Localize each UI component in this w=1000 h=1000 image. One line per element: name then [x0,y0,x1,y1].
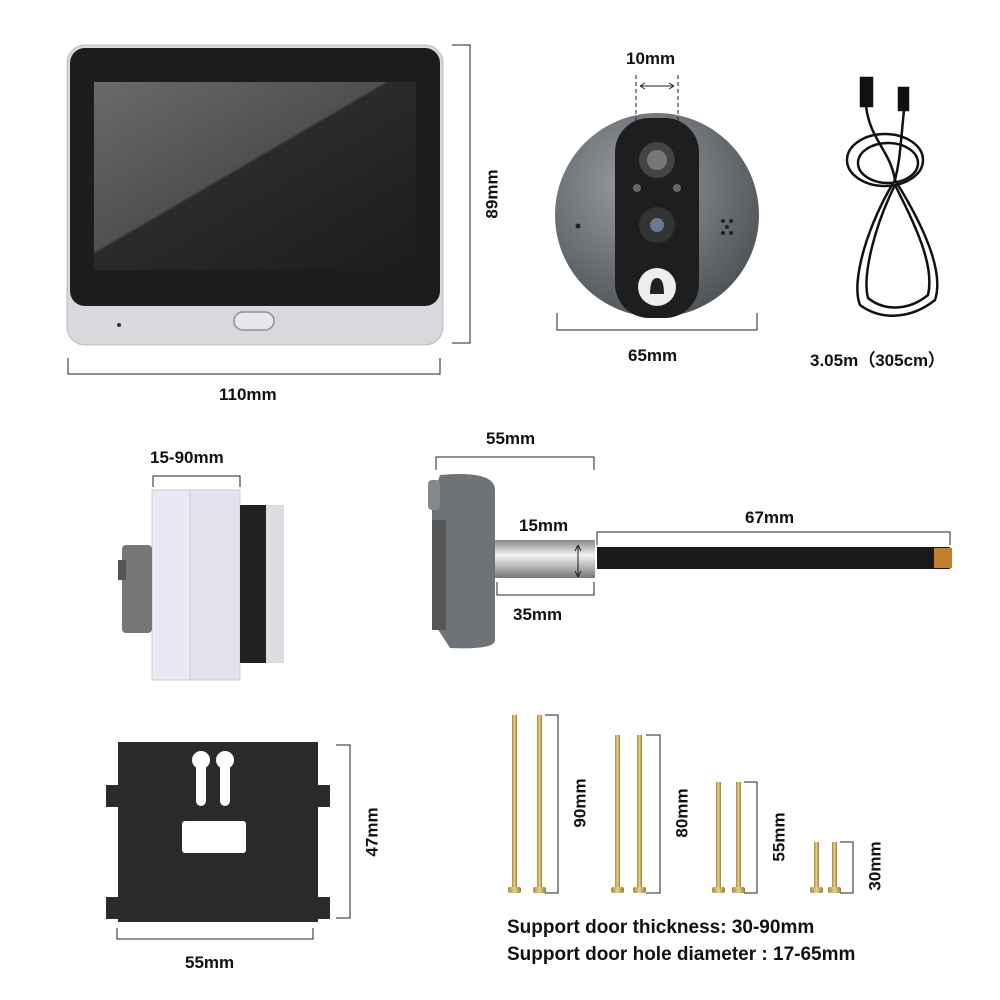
door-range-label: 15-90mm [150,448,224,467]
doorbell-diameter-label: 65mm [628,346,678,365]
screw-dimension-lines [545,714,854,894]
camera-side-view [428,474,952,649]
door-thickness-note: Support door thickness: 30-90mm [507,917,815,938]
screw-55-label: 55mm [769,812,789,862]
cable-length-label: 3.05m（305cm） [810,351,946,370]
screw-30-label: 30mm [865,841,885,891]
tube-diameter-label: 15mm [519,516,569,535]
door-hole-note: Support door hole diameter : 17-65mm [507,944,856,965]
camera-width-label: 55mm [486,429,536,448]
screws [508,715,841,893]
tube-length-label: 35mm [513,605,563,624]
doorbell-front [555,113,759,318]
camera-dimension-lines [435,456,951,596]
bracket-dimension-lines [116,744,351,940]
bracket-width-label: 55mm [185,953,235,972]
lens-width-label: 10mm [626,49,676,68]
screw-90-label: 90mm [570,778,590,828]
screw-80-label: 80mm [672,788,692,838]
monitor-width-label: 110mm [219,385,277,404]
doorbell-dimension-lines [556,75,758,331]
usb-cable [845,76,939,317]
bracket-height-label: 47mm [362,807,382,857]
mounting-bracket [106,742,330,922]
door-range-dimension-line [152,475,241,487]
monitor-height-label: 89mm [482,169,502,219]
monitor [66,44,444,346]
door-side-view [118,489,284,681]
cable-length-67-label: 67mm [745,508,795,527]
monitor-dimension-lines [67,44,471,375]
